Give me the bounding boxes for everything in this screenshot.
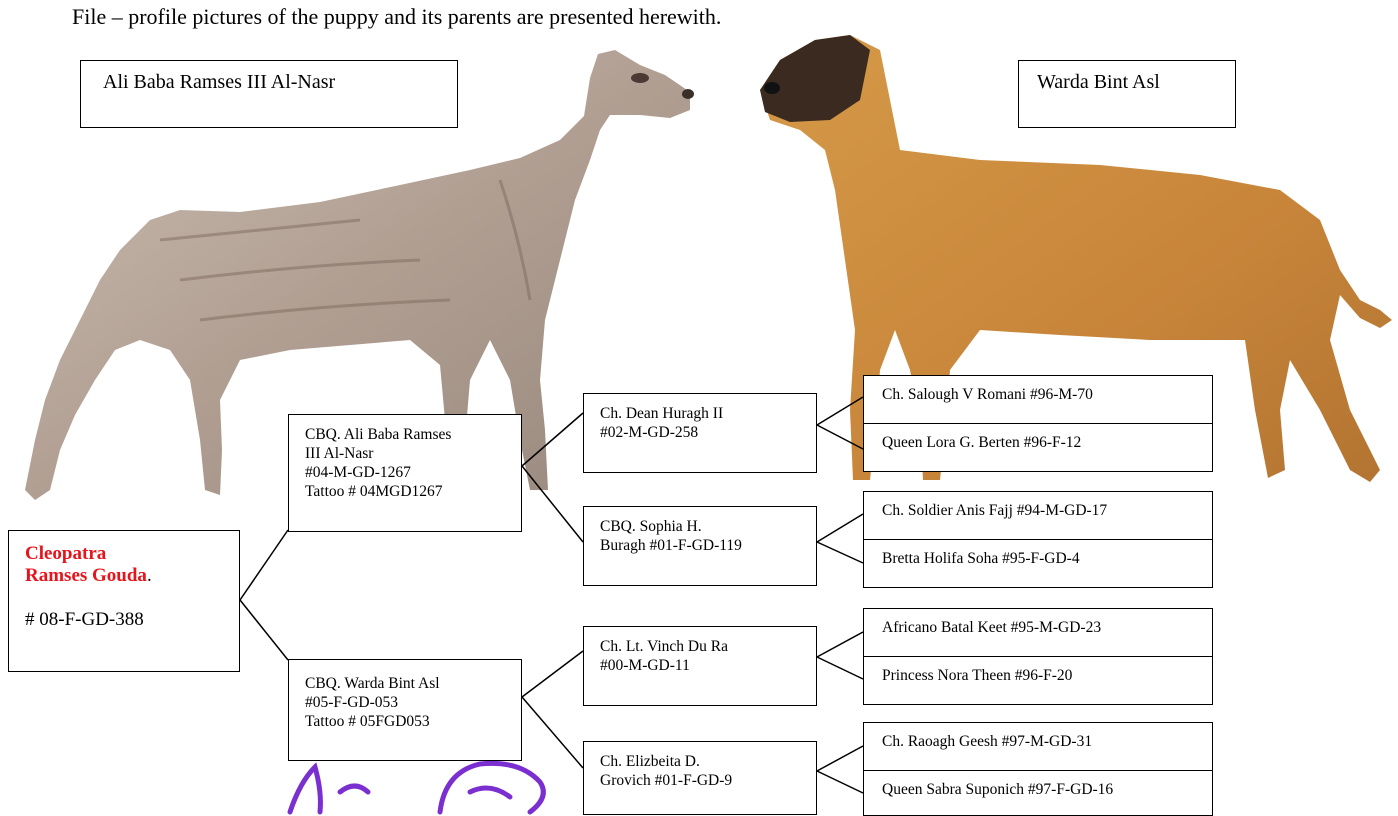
subject-name-line2-wrap: Ramses Gouda.	[25, 565, 239, 587]
dam-dog-photo	[760, 35, 1392, 482]
dam-line3: Tattoo # 05FGD053	[305, 713, 430, 730]
ggp-2-bottom-label: Bretta Holifa Soha #95-F-GD-4	[882, 550, 1080, 567]
sire-dog-photo	[25, 50, 694, 500]
dam-line1: CBQ. Warda Bint Asl	[305, 675, 440, 692]
great-grandparent-top-4: Ch. Raoagh Geesh #97-M-GD-31	[863, 722, 1213, 771]
dam-line2: #05-F-GD-053	[305, 694, 398, 711]
maternal-granddam-line2: Grovich #01-F-GD-9	[600, 772, 733, 789]
sire-line2: III Al-Nasr	[305, 445, 374, 462]
sire-line4: Tattoo # 04MGD1267	[305, 483, 443, 500]
signature-scribble	[287, 760, 546, 815]
paternal-granddam-line2: Buragh #01-F-GD-119	[600, 537, 742, 554]
great-grandparent-top-2: Ch. Soldier Anis Fajj #94-M-GD-17	[863, 491, 1213, 540]
sire-caption: Ali Baba Ramses III Al-Nasr	[103, 71, 336, 93]
dam-caption: Warda Bint Asl	[1037, 71, 1160, 93]
ggp-4-top-label: Ch. Raoagh Geesh #97-M-GD-31	[882, 733, 1093, 750]
great-grandparent-bottom-1: Queen Lora G. Berten #96-F-12	[863, 423, 1213, 472]
paternal-granddam-box: CBQ. Sophia H. Buragh #01-F-GD-119	[583, 506, 817, 586]
paternal-granddam-line1: CBQ. Sophia H.	[600, 518, 702, 535]
ggp-3-top-label: Africano Batal Keet #95-M-GD-23	[882, 619, 1102, 636]
subject-name-suffix: .	[146, 565, 152, 586]
maternal-granddam-line1: Ch. Elizbeita D.	[600, 753, 700, 770]
subject-name-line2: Ramses Gouda	[25, 565, 147, 586]
dam-caption-box: Warda Bint Asl	[1018, 60, 1236, 128]
subject-box: Cleopatra Ramses Gouda. # 08-F-GD-388	[8, 530, 240, 672]
ggp-4-bottom-label: Queen Sabra Suponich #97-F-GD-16	[882, 781, 1114, 798]
ggp-3-bottom-label: Princess Nora Theen #96-F-20	[882, 667, 1073, 684]
intro-text: File – profile pictures of the puppy and…	[72, 4, 722, 29]
dam-box: CBQ. Warda Bint Asl #05-F-GD-053 Tattoo …	[288, 659, 522, 761]
maternal-grandsire-line1: Ch. Lt. Vinch Du Ra	[600, 638, 728, 655]
sire-box: CBQ. Ali Baba Ramses III Al-Nasr #04-M-G…	[288, 414, 522, 532]
sire-line3: #04-M-GD-1267	[305, 464, 411, 481]
paternal-grandsire-line2: #02-M-GD-258	[600, 424, 699, 441]
paternal-grandsire-box: Ch. Dean Huragh II #02-M-GD-258	[583, 393, 817, 473]
ggp-1-bottom-label: Queen Lora G. Berten #96-F-12	[882, 434, 1082, 451]
subject-number: # 08-F-GD-388	[25, 609, 144, 630]
maternal-granddam-box: Ch. Elizbeita D. Grovich #01-F-GD-9	[583, 741, 817, 815]
subject-name-line1: Cleopatra	[25, 543, 107, 564]
great-grandparent-top-1: Ch. Salough V Romani #96-M-70	[863, 375, 1213, 424]
ggp-1-top-label: Ch. Salough V Romani #96-M-70	[882, 386, 1093, 403]
great-grandparent-bottom-2: Bretta Holifa Soha #95-F-GD-4	[863, 539, 1213, 588]
paternal-grandsire-line1: Ch. Dean Huragh II	[600, 405, 724, 422]
maternal-grandsire-box: Ch. Lt. Vinch Du Ra #00-M-GD-11	[583, 626, 817, 706]
great-grandparent-bottom-4: Queen Sabra Suponich #97-F-GD-16	[863, 770, 1213, 816]
maternal-grandsire-line2: #00-M-GD-11	[600, 657, 690, 674]
sire-line1: CBQ. Ali Baba Ramses	[305, 426, 452, 443]
sire-caption-box: Ali Baba Ramses III Al-Nasr	[80, 60, 458, 128]
ggp-2-top-label: Ch. Soldier Anis Fajj #94-M-GD-17	[882, 502, 1108, 519]
great-grandparent-top-3: Africano Batal Keet #95-M-GD-23	[863, 608, 1213, 657]
great-grandparent-bottom-3: Princess Nora Theen #96-F-20	[863, 656, 1213, 705]
